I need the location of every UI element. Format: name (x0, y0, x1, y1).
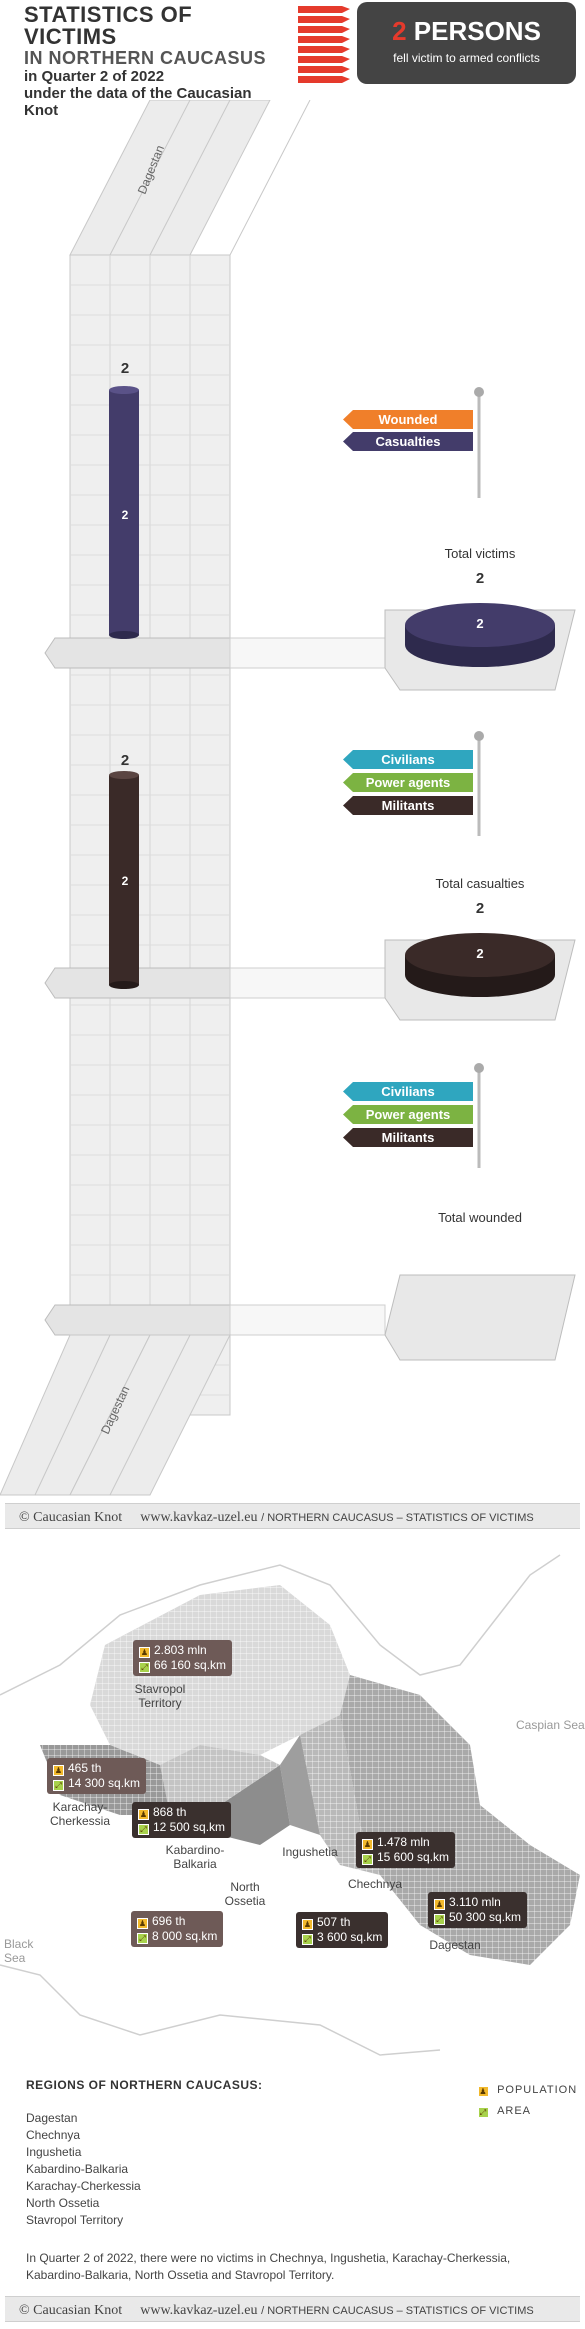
area-icon: ⤢ (139, 1662, 150, 1673)
bar-total-victims (109, 386, 139, 639)
map-label-kabardino: Kabardino-Balkaria (165, 1843, 225, 1871)
legend2-militants: Militants (343, 796, 473, 815)
footer-bar-bottom: © Caucasian Knot www.kavkaz-uzel.eu / NO… (5, 2296, 580, 2322)
legend2-civilians: Civilians (343, 750, 473, 769)
area-icon: ⤢ (53, 1780, 64, 1791)
legend-casualties: Casualties (343, 432, 473, 451)
footer-bar-top: © Caucasian Knot www.kavkaz-uzel.eu / NO… (5, 1503, 580, 1529)
chart-background: Dagestan Dagestan (0, 100, 576, 1496)
population-legend-icon: ♟ (478, 2086, 489, 2097)
population-icon: ♟ (138, 1809, 149, 1820)
black-sea-label: Black Sea (4, 1937, 34, 1965)
bar2-top-label: 2 (120, 752, 130, 769)
pie2-label: 2 (476, 946, 484, 961)
region-item: Stavropol Territory (26, 2213, 124, 2227)
info-karachay: ♟465 th ⤢14 300 sq.km (47, 1758, 147, 1794)
total-victims-label: Total victims (444, 546, 516, 561)
title-line3: in Quarter 2 of 2022 (24, 68, 165, 85)
total-victims-value: 2 (475, 570, 485, 587)
map-label-dagestan: Dagestan (429, 1938, 481, 1952)
population-icon: ♟ (362, 1839, 373, 1850)
map-label-chechnya: Chechnya (347, 1877, 403, 1891)
legend3-power-agents: Power agents (343, 1105, 473, 1124)
region-item: Kabardino-Balkaria (26, 2162, 129, 2176)
map-label-stavropol: Stavropol Territory (134, 1682, 186, 1710)
legend-population: ♟ POPULATION (478, 2084, 578, 2097)
platform-3 (44, 1274, 576, 1361)
title-line1: STATISTICS OF VICTIMS (24, 2, 193, 49)
area-icon: ⤢ (137, 1933, 148, 1944)
legend2-pole (474, 731, 484, 836)
bar1-inner-label: 2 (121, 508, 129, 522)
legend1-pole (474, 387, 484, 498)
regions-title: REGIONS OF NORTHERN CAUCASUS: (26, 2078, 263, 2092)
info-north-ossetia: ♟696 th ⤢8 000 sq.km (131, 1911, 224, 1947)
legend3-militants: Militants (343, 1128, 473, 1147)
map-label-north-ossetia: North Ossetia (224, 1880, 266, 1908)
legend3-pole (474, 1063, 484, 1168)
copyright: © Caucasian Knot (19, 2303, 123, 2318)
persons-number: 2 (392, 16, 407, 46)
bullets-icon (298, 6, 350, 83)
area-icon: ⤢ (138, 1824, 149, 1835)
region-item: North Ossetia (26, 2196, 100, 2210)
bar2-inner-label: 2 (121, 874, 129, 888)
region-item: Chechnya (26, 2128, 81, 2142)
pie1-label: 2 (476, 616, 484, 631)
population-icon: ♟ (139, 1647, 150, 1658)
population-icon: ♟ (434, 1899, 445, 1910)
map-label-karachay: Karachay-Cherkessia (49, 1800, 111, 1828)
population-icon: ♟ (302, 1919, 313, 1930)
info-stavropol: ♟2.803 mln ⤢66 160 sq.km (133, 1640, 233, 1676)
legend2-power-agents: Power agents (343, 773, 473, 792)
info-ingushetia: ♟507 th ⤢3 600 sq.km (296, 1912, 389, 1948)
area-icon: ⤢ (434, 1914, 445, 1925)
region-item: Dagestan (26, 2111, 78, 2125)
legend-wounded: Wounded (343, 410, 473, 429)
total-casualties-label: Total casualties (435, 876, 525, 891)
population-icon: ♟ (53, 1765, 64, 1776)
footer-tag: / NORTHERN CAUCASUS – STATISTICS OF VICT… (261, 1512, 534, 1524)
area-legend-icon: ⤢ (478, 2107, 489, 2118)
pie-total-casualties (405, 933, 555, 997)
site-link[interactable]: www.kavkaz-uzel.eu (140, 1510, 258, 1525)
site-link[interactable]: www.kavkaz-uzel.eu (140, 2303, 258, 2318)
title-block: STATISTICS OF VICTIMS IN NORTHERN CAUCAS… (24, 2, 284, 120)
total-wounded-label: Total wounded (438, 1210, 522, 1225)
persons-word: PERSONS (413, 16, 541, 46)
persons-summary-box: 2 PERSONS fell victim to armed conflicts (357, 2, 576, 84)
title-line4: under the data of the Caucasian Knot (24, 85, 252, 119)
persons-subtitle: fell victim to armed conflicts (393, 51, 540, 65)
map-label-ingushetia: Ingushetia (282, 1845, 338, 1859)
total-casualties-value: 2 (475, 900, 485, 917)
info-dagestan: ♟3.110 mln ⤢50 300 sq.km (428, 1892, 528, 1928)
info-chechnya: ♟1.478 mln ⤢15 600 sq.km (356, 1832, 456, 1868)
regions-list: Dagestan Chechnya Ingushetia Kabardino-B… (26, 2110, 141, 2229)
area-icon: ⤢ (302, 1934, 313, 1945)
legend-area: ⤢ AREA (478, 2105, 532, 2118)
copyright: © Caucasian Knot (19, 1510, 123, 1525)
title-line2: IN NORTHERN CAUCASUS (24, 48, 267, 68)
area-icon: ⤢ (362, 1854, 373, 1865)
legend3-civilians: Civilians (343, 1082, 473, 1101)
bar-total-casualties (109, 771, 139, 989)
pie-total-victims (405, 603, 555, 667)
region-item: Ingushetia (26, 2145, 82, 2159)
region-item: Karachay-Cherkessia (26, 2179, 141, 2193)
bar1-top-label: 2 (120, 360, 130, 377)
info-kabardino: ♟868 th ⤢12 500 sq.km (132, 1802, 232, 1838)
no-victims-note: In Quarter 2 of 2022, there were no vict… (26, 2251, 511, 2282)
footer-tag: / NORTHERN CAUCASUS – STATISTICS OF VICT… (261, 2305, 534, 2317)
caspian-sea-label: Caspian Sea (516, 1718, 585, 1732)
population-icon: ♟ (137, 1918, 148, 1929)
